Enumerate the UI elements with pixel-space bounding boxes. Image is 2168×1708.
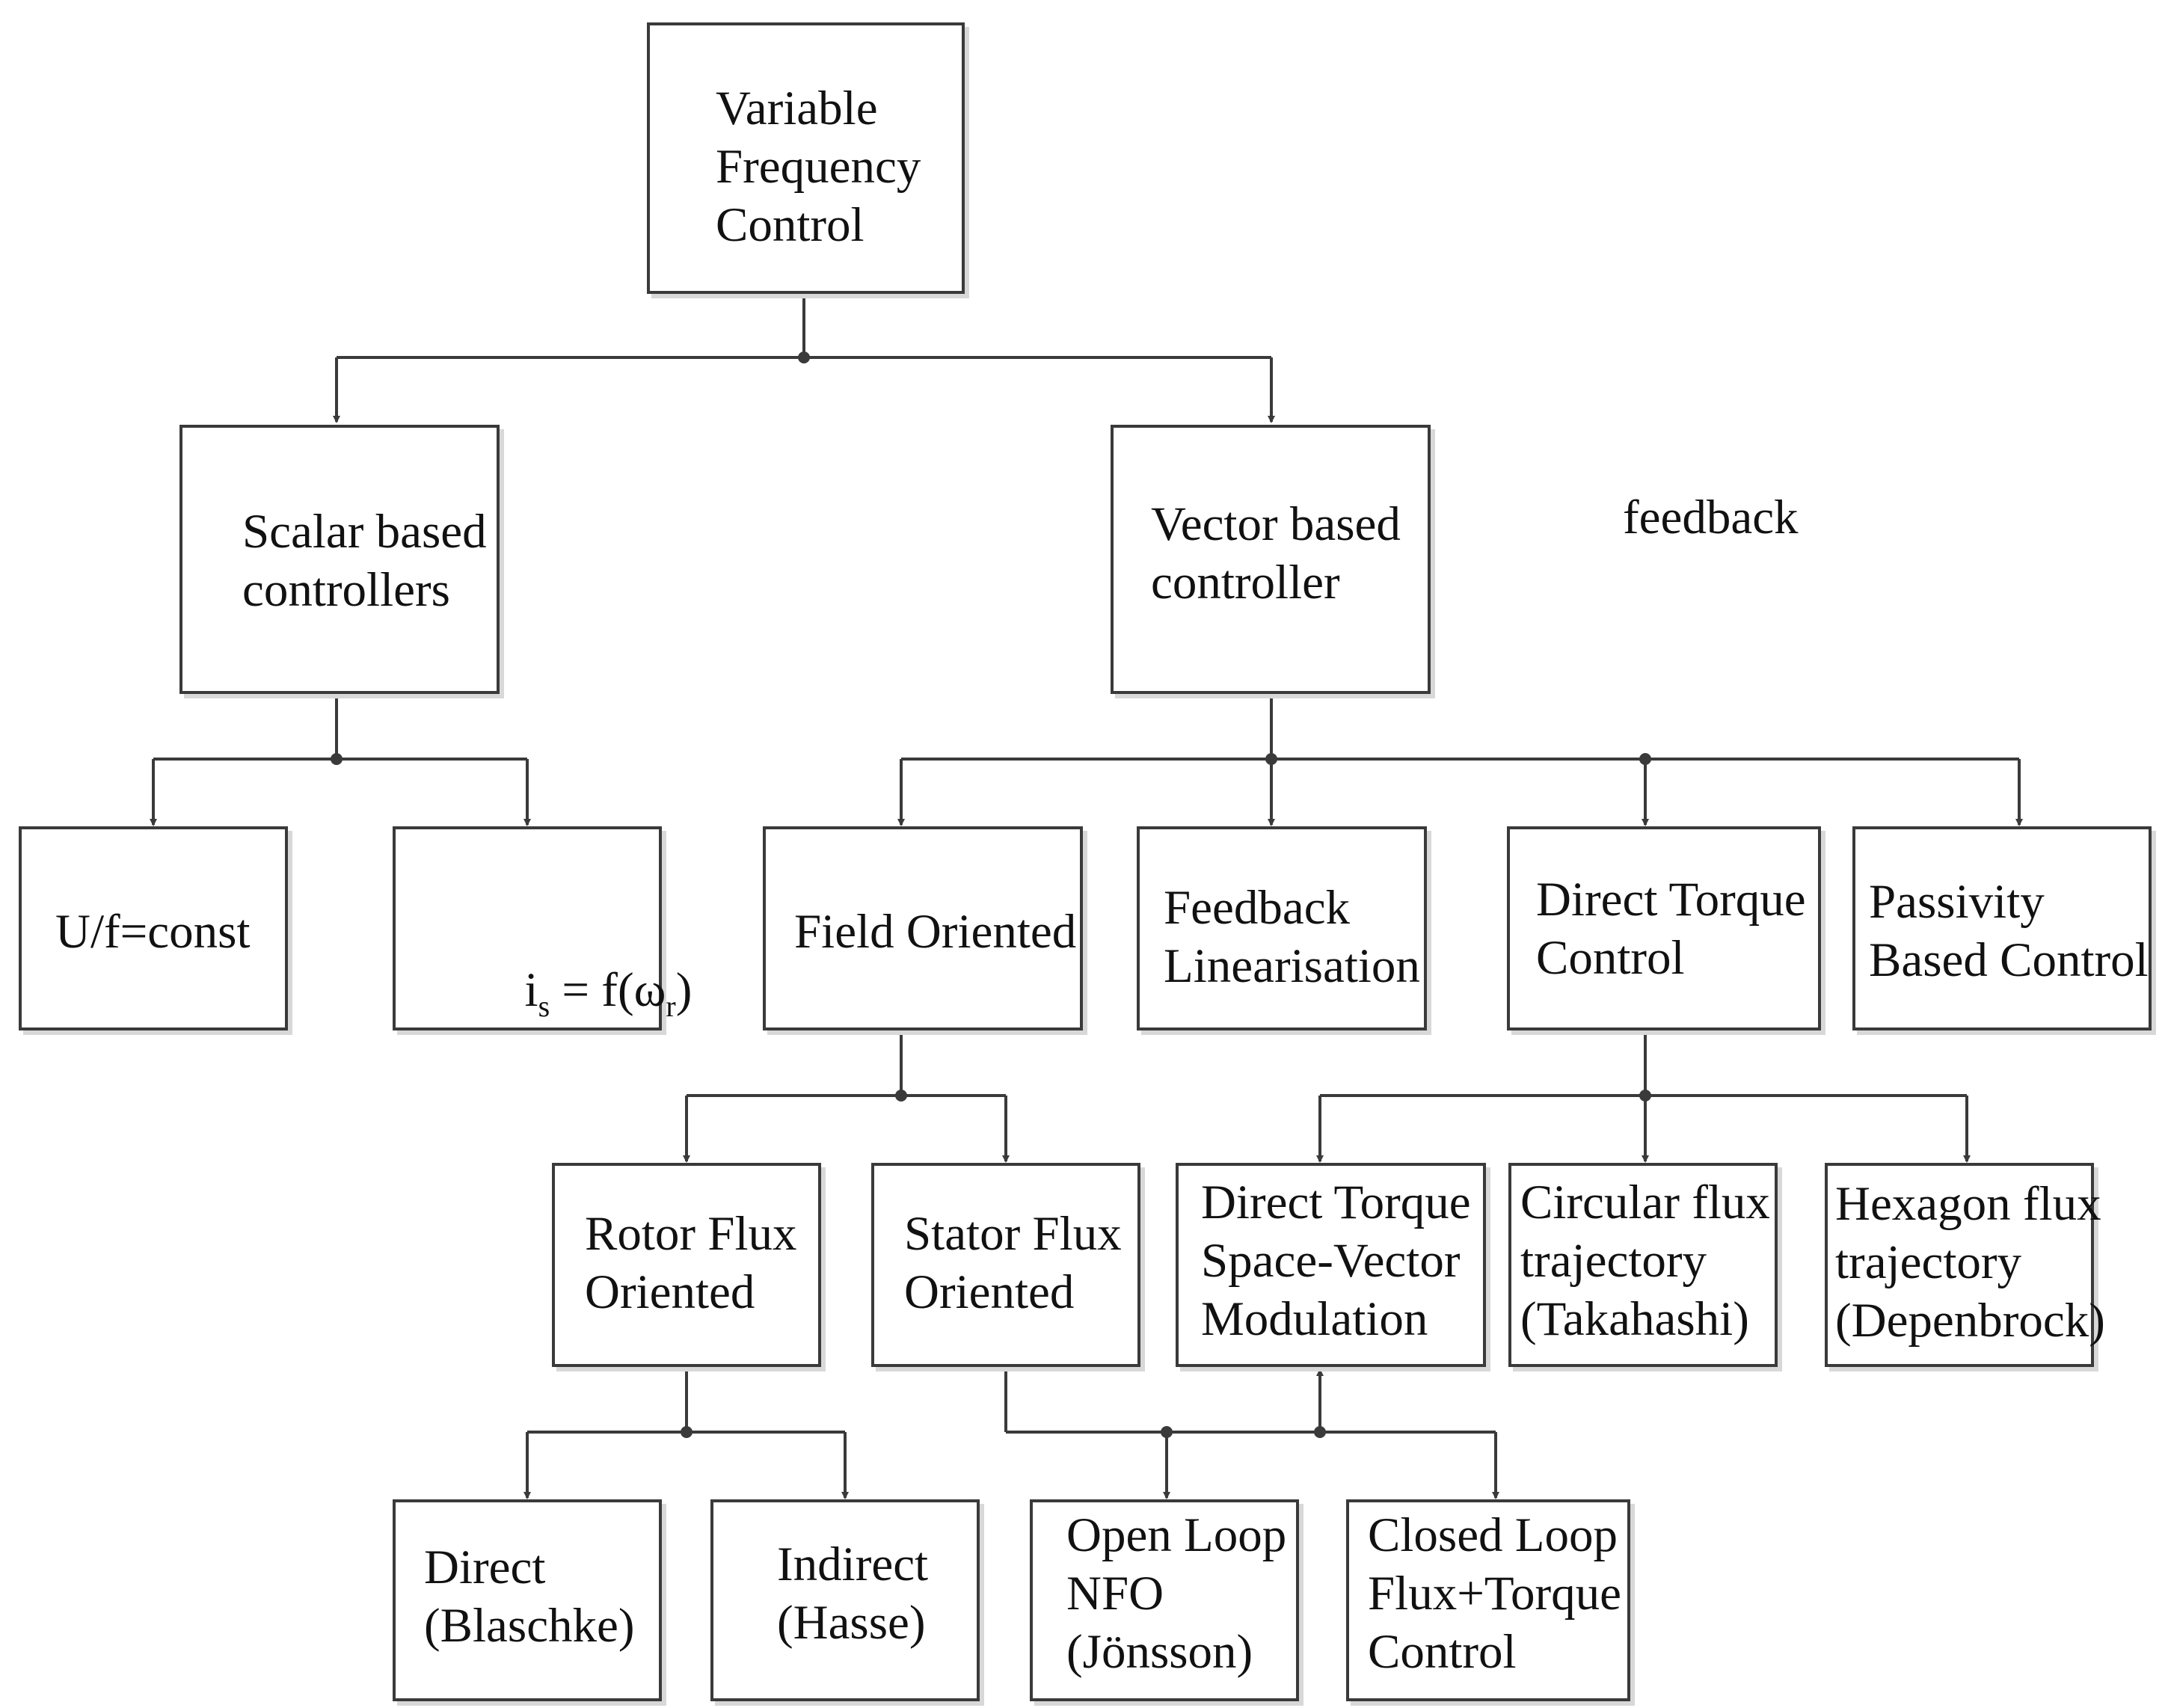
direct-blaschke-box: Direct (Blaschke) [393, 1499, 662, 1701]
indirect-hasse-box: Indirect (Hasse) [710, 1499, 980, 1701]
circular-flux-label: Circular flux trajectory (Takahashi) [1520, 1176, 1770, 1346]
direct-blaschke-label: Direct (Blaschke) [424, 1540, 635, 1653]
equals-f-text: = f( [550, 963, 634, 1017]
dt-svm-box: Direct Torque Space-Vector Modulation [1176, 1163, 1486, 1367]
current-subscript: s [538, 989, 550, 1023]
uf-const-box: U/f=const [19, 826, 288, 1030]
rotor-flux-oriented-box: Rotor Flux Oriented [552, 1163, 821, 1367]
feedback-note: feedback [1623, 491, 1799, 544]
current-symbol: i [524, 963, 538, 1017]
hexagon-flux-box: Hexagon flux trajectory (Depenbrock) [1825, 1163, 2105, 1367]
vector-based-controller-label: Vector based controller [1151, 497, 1401, 609]
indirect-hasse-label: Indirect (Hasse) [777, 1537, 929, 1650]
direct-torque-control-label: Direct Torque Control [1536, 873, 1806, 985]
stator-flux-oriented-label: Stator Flux Oriented [904, 1207, 1122, 1319]
variable-frequency-control-box: Variable Frequency Control [647, 22, 965, 294]
circular-flux-box: Circular flux trajectory (Takahashi) [1508, 1163, 1778, 1367]
close-paren: ) [675, 963, 693, 1017]
uf-const-label: U/f=const [55, 905, 251, 959]
stator-flux-oriented-box: Stator Flux Oriented [871, 1163, 1140, 1367]
closed-loop-box: Closed Loop Flux+Torque Control [1346, 1499, 1630, 1701]
vector-based-controller-box: Vector based controller [1111, 425, 1431, 694]
dt-svm-label: Direct Torque Space-Vector Modulation [1201, 1176, 1471, 1346]
field-oriented-box: Field Oriented [763, 826, 1083, 1030]
variable-frequency-control-label: Variable Frequency Control [716, 82, 921, 252]
feedback-linearisation-label: Feedback Linearisation [1164, 881, 1420, 993]
is-f-omega-formula: is = f(ωr) [452, 903, 693, 1083]
feedback-linearisation-box: Feedback Linearisation [1137, 826, 1427, 1030]
scalar-based-controllers-label: Scalar based controllers [242, 505, 487, 617]
open-loop-nfo-label: Open Loop NFO (Jönsson) [1066, 1508, 1287, 1679]
omega-symbol: ω [633, 963, 666, 1017]
closed-loop-label: Closed Loop Flux+Torque Control [1368, 1508, 1622, 1679]
passivity-based-control-box: Passivity Based Control [1852, 826, 2152, 1030]
rotor-flux-oriented-label: Rotor Flux Oriented [585, 1207, 797, 1319]
direct-torque-control-box: Direct Torque Control [1507, 826, 1821, 1030]
is-f-omega-box: is = f(ωr) [393, 826, 692, 1030]
passivity-based-control-label: Passivity Based Control [1869, 875, 2149, 987]
field-oriented-label: Field Oriented [794, 905, 1077, 959]
scalar-based-controllers-box: Scalar based controllers [179, 425, 500, 694]
hexagon-flux-label: Hexagon flux trajectory (Depenbrock) [1835, 1177, 2105, 1348]
omega-subscript: r [666, 989, 676, 1023]
open-loop-nfo-box: Open Loop NFO (Jönsson) [1030, 1499, 1299, 1701]
